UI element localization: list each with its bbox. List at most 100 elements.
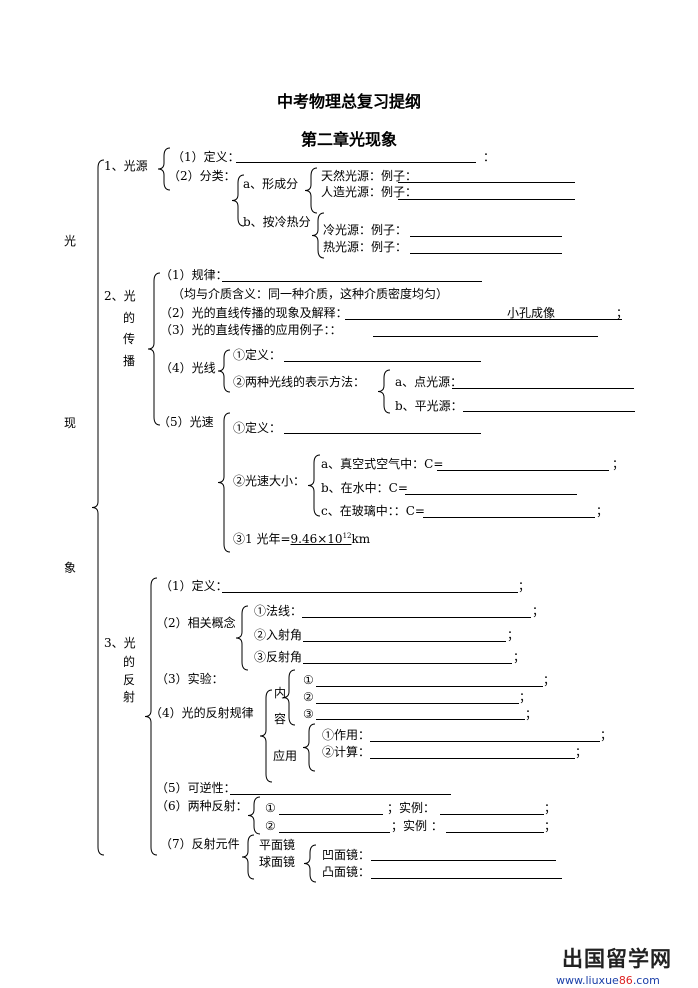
s3-n1: ① (303, 673, 314, 687)
curly-brace (144, 577, 158, 856)
s3-def: （1）定义： (160, 579, 228, 593)
blank-line (371, 878, 562, 879)
semicolon: ； (544, 801, 557, 815)
blank-line (222, 281, 482, 282)
blank-line (236, 162, 476, 163)
s3-apply: 应用 (273, 749, 298, 763)
s2-sp-def: ①定义： (233, 421, 282, 435)
curly-brace (303, 844, 317, 883)
curly-brace (311, 212, 325, 259)
blank-line (437, 470, 609, 471)
ly-unit: km (351, 532, 371, 546)
s3-two-1: ① (265, 801, 276, 815)
s3-exp: （3）实验： (156, 672, 224, 686)
side-char: 现 (64, 416, 77, 430)
s1-b: b、按冷热分 (243, 215, 311, 229)
s3-char: 射 (123, 690, 136, 704)
curly-brace (157, 147, 171, 191)
semicolon: ； (543, 673, 556, 687)
blank-line (463, 411, 635, 412)
s3-calc: ②计算： (322, 745, 371, 759)
s3-char: 的 (123, 655, 136, 669)
semicolon: ； (575, 745, 588, 759)
blank-line (316, 719, 525, 720)
url-part: www.liuxue (556, 974, 619, 987)
semicolon: ； (544, 819, 557, 833)
ly-mantissa: 9.46×10 (290, 532, 343, 546)
s3-content: 内 (274, 686, 287, 700)
s1-cold: 冷光源：例子： (323, 223, 408, 237)
s3-two: （6）两种反射： (156, 799, 248, 813)
s1-def-end: ： (483, 150, 496, 164)
blank-line (410, 236, 562, 237)
blank-line (410, 253, 562, 254)
s2-phen: （2）光的直线传播的现象及解释： (160, 306, 348, 320)
s3-elem: （7）反射元件 (160, 837, 240, 851)
s2-sp-b: b、在水中：C= (321, 481, 408, 495)
blank-line (302, 617, 531, 618)
s3-sphere: 球面镜 (259, 855, 296, 869)
s2-speed: （5）光速 (158, 415, 214, 429)
s2-ray-def: ①定义： (233, 348, 282, 362)
s3-ex2: ；实例 ： (391, 819, 443, 833)
blank-line (440, 814, 544, 815)
blank-line (370, 741, 600, 742)
blank-line (222, 592, 518, 593)
s3-convex: 凸面镜： (322, 865, 371, 879)
curly-brace (282, 669, 296, 726)
doc-title: 中考物理总复习提纲 (276, 92, 421, 111)
s3-head: 3、光 (104, 636, 136, 650)
blank-line (398, 199, 575, 200)
blank-line (316, 703, 519, 704)
blank-line (405, 494, 577, 495)
s3-n2: ② (303, 690, 314, 704)
s1-cls: （2）分类： (168, 169, 236, 183)
s1-a: a、形成分 (243, 177, 299, 191)
blank-line (279, 814, 383, 815)
blank-line (345, 319, 622, 320)
curly-brace (307, 454, 321, 517)
s2-law: （1）规律： (160, 268, 228, 282)
blank-line (316, 686, 543, 687)
watermark-logo: 出国留学网 (562, 947, 672, 971)
s3-reflection: ③反射角 (254, 650, 303, 664)
s3-concepts: （2）相关概念 (156, 616, 236, 630)
s3-use: ①作用： (322, 728, 371, 742)
s3-concave: 凹面镜： (322, 848, 371, 862)
curly-brace (302, 723, 316, 772)
s2-head: 2、光 (104, 289, 136, 303)
s1-natural: 天然光源：例子： (321, 169, 418, 183)
blank-line (279, 832, 390, 833)
s2-ray-b: b、平光源： (395, 399, 463, 413)
semicolon: ； (519, 690, 532, 704)
semicolon: ； (600, 728, 613, 742)
s2-ray-two: ②两种光线的表示方法： (233, 375, 366, 389)
blank-line (303, 663, 512, 664)
s2-light-year: ③1 光年=9.46×1012km (233, 532, 370, 546)
curly-brace (247, 796, 261, 835)
s2-char: 传 (123, 332, 136, 346)
curly-brace (241, 834, 255, 880)
s3-two-2: ② (265, 819, 276, 833)
s1-def: （1）定义： (172, 150, 240, 164)
s2-phen-fill: 小孔成像 (507, 306, 556, 320)
semicolon: ； (507, 628, 520, 642)
curly-brace (304, 167, 318, 214)
s3-char: 反 (123, 673, 136, 687)
curly-brace (91, 159, 105, 856)
semicolon: ； (596, 504, 609, 518)
semicolon: ； (513, 650, 526, 664)
blank-line (370, 758, 575, 759)
curly-brace (231, 174, 245, 227)
semicolon: ； (518, 579, 531, 593)
curly-brace (217, 349, 231, 393)
s2-sp-a: a、真空式空气中：C= (321, 457, 444, 471)
blank-line (423, 517, 595, 518)
chapter-title: 第二章光现象 (300, 130, 397, 149)
s3-normal: ①法线： (254, 604, 303, 618)
url-part: 86 (618, 974, 633, 987)
side-char: 光 (64, 234, 77, 248)
watermark-url: www.liuxue86.com (556, 974, 660, 987)
